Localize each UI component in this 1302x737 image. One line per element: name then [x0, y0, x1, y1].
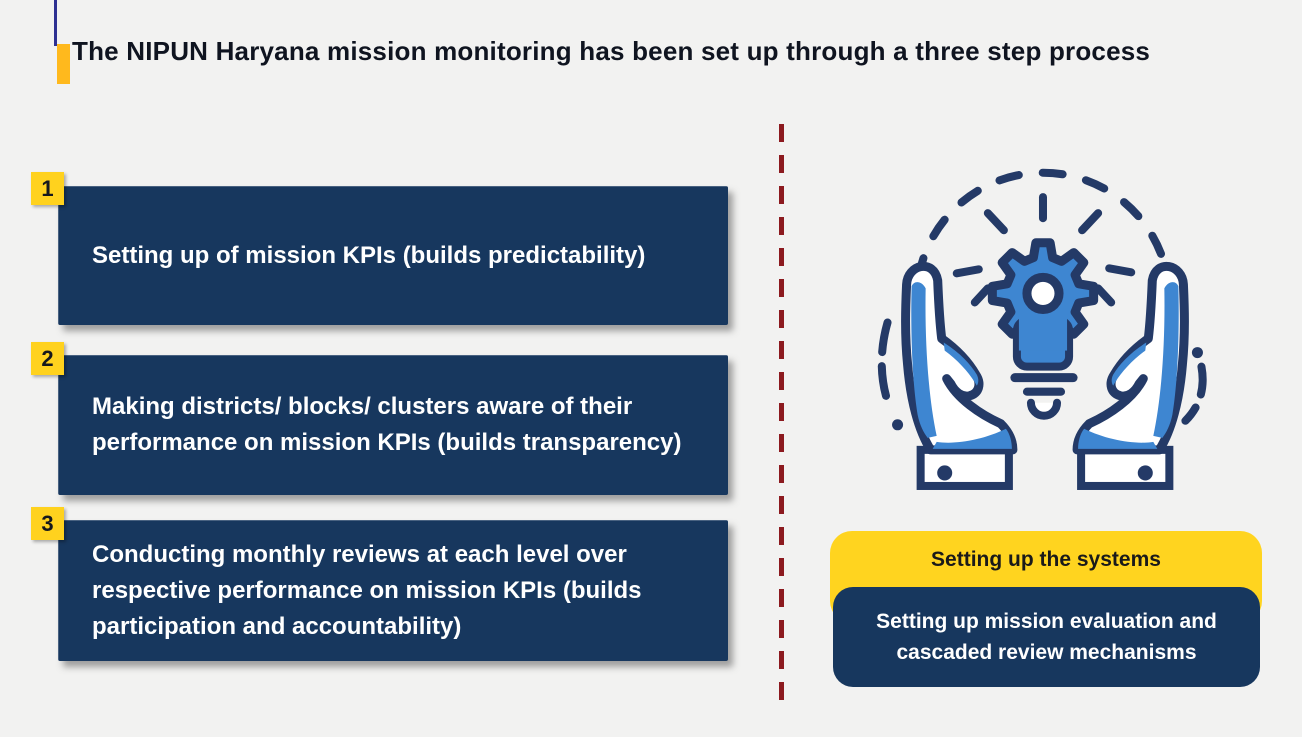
step-badge-2: 2 — [31, 342, 64, 375]
step-box-1: Setting up of mission KPIs (builds predi… — [58, 186, 728, 325]
step-badge-1: 1 — [31, 172, 64, 205]
systems-body-label: Setting up mission evaluation and cascad… — [876, 610, 1217, 664]
bulb-base-icon — [1010, 373, 1078, 420]
title-accent-line — [54, 0, 57, 46]
step-text-3: Conducting monthly reviews at each level… — [92, 540, 642, 640]
hands-gear-bulb-svg — [877, 168, 1207, 490]
page-title: The NIPUN Haryana mission monitoring has… — [72, 36, 1151, 66]
dashed-halo-icon — [912, 168, 1174, 326]
step-text-1: Setting up of mission KPIs (builds predi… — [92, 241, 646, 269]
step-badge-3: 3 — [31, 507, 64, 540]
left-hand-icon — [901, 261, 1018, 455]
hands-holding-gear-lightbulb-icon — [866, 152, 1228, 498]
step-text-2: Making districts/ blocks/ clusters aware… — [92, 393, 682, 456]
title-accent-bar — [57, 44, 70, 84]
gear-hole-icon — [1022, 272, 1064, 314]
step-box-3: Conducting monthly reviews at each level… — [58, 520, 728, 661]
step-box-2: Making districts/ blocks/ clusters aware… — [58, 355, 728, 495]
section-divider-dashed-line — [779, 124, 784, 712]
motion-marks-icon — [877, 318, 1207, 431]
rays-icon — [952, 193, 1136, 307]
systems-header-label: Setting up the systems — [931, 548, 1161, 571]
right-hand-icon — [1072, 261, 1189, 455]
bulb-neck-seam-patch — [1018, 316, 1068, 351]
cuffs-icon — [916, 445, 1174, 490]
systems-body-box: Setting up mission evaluation and cascad… — [833, 587, 1260, 687]
